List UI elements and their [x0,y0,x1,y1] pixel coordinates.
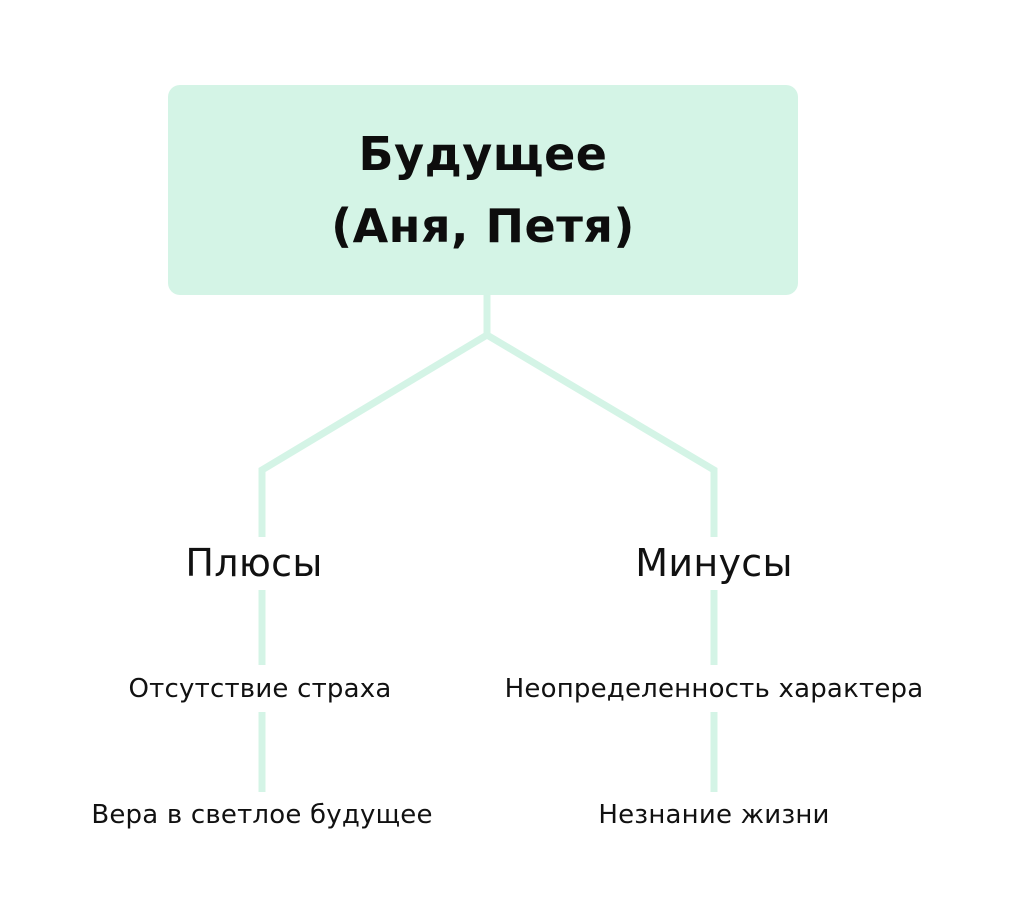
branch-cons: Минусы [625,537,803,589]
cons-item-life-ignorance: Незнание жизни [592,796,836,834]
root-title: Будущее [358,127,608,181]
pros-item-no-fear: Отсутствие страха [122,670,398,708]
cons-item-uncertain-character: Неопределенность характера [498,670,930,708]
connector-root-to-right [485,331,718,540]
branch-pros: Плюсы [175,537,333,589]
root-subtitle: (Аня, Петя) [331,199,635,253]
pros-item-faith-in-future: Вера в светлое будущее [85,796,439,834]
root-node: Будущее (Аня, Петя) [168,85,798,295]
connector-root-to-left [258,331,489,540]
